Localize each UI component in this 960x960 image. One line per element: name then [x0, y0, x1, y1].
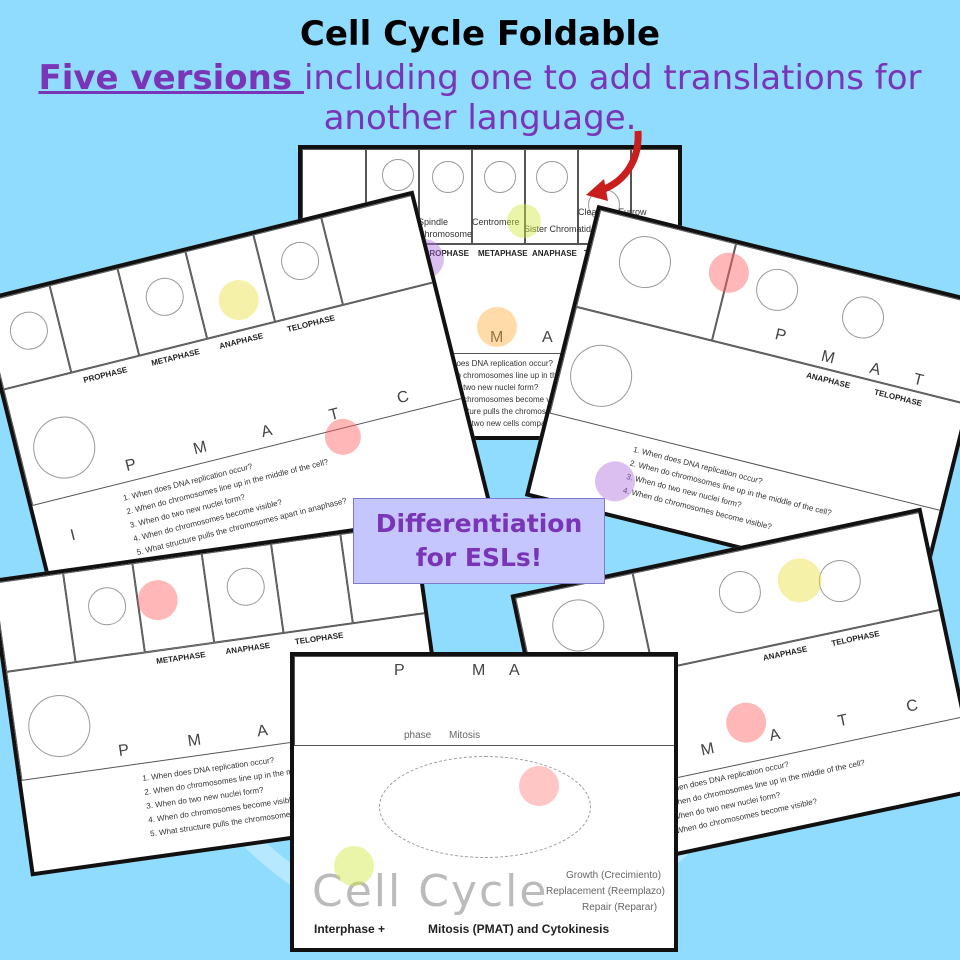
grid-cell — [472, 149, 525, 244]
tag-replacement: Replacement (Reemplazo) — [546, 886, 665, 897]
subtitle-highlight: Five versions — [38, 58, 304, 98]
question-6: 6. How do the two new cells compare to e… — [420, 419, 606, 428]
grid-cell — [419, 149, 472, 244]
phase-prophase: PROPHASE — [424, 249, 469, 258]
label-chromosome: Chromosome — [418, 229, 473, 239]
letter-i: I — [68, 526, 78, 545]
page-title: Cell Cycle Foldable — [299, 14, 661, 54]
mini-label-phase: phase — [404, 730, 432, 741]
letter-p: P — [117, 741, 131, 760]
esl-badge: Differentiation for ESLs! — [353, 498, 605, 584]
letter-a: A — [509, 662, 520, 679]
label-spindle: Spindle — [418, 217, 449, 227]
badge-line-2: for ESLs! — [415, 543, 543, 572]
label-sister-chromatid: Sister Chromatid — [524, 224, 592, 234]
grid-row — [294, 656, 674, 746]
color-dot — [507, 204, 541, 238]
footer-interphase: Interphase + — [314, 922, 386, 936]
mini-label-mitosis: Mitosis — [449, 730, 481, 741]
question-2: 2. When do chromosomes line up in the mi… — [420, 371, 628, 380]
cell-drawing-icon — [432, 161, 464, 193]
grid-cell — [271, 534, 353, 633]
tag-repair: Repair (Reparar) — [582, 902, 658, 913]
question-1: 1. When does DNA replication occur? — [420, 359, 553, 368]
label-centromere: Centromere — [472, 217, 520, 227]
phase-metaphase: METAPHASE — [478, 249, 528, 258]
cell-drawing-icon — [382, 159, 414, 191]
red-curved-arrow-icon — [586, 130, 642, 201]
subtitle-line-2: another language. — [323, 98, 637, 138]
letter-m: M — [490, 329, 504, 346]
letter-a: A — [542, 329, 553, 346]
cycle-loop-icon — [379, 756, 591, 858]
letter-p: P — [394, 662, 405, 679]
badge-line-1: Differentiation — [375, 509, 583, 538]
cell-cycle-big-title: Cell Cycle — [312, 866, 549, 917]
question-3: 3. When do two new nuclei form? — [420, 383, 539, 392]
color-dot — [477, 307, 517, 347]
grid-cell — [525, 149, 578, 244]
question-5: 5. What structure pulls the chromosomes … — [420, 407, 637, 416]
subtitle-line-1: Five versions including one to add trans… — [0, 58, 960, 98]
color-dot — [334, 846, 374, 886]
subtitle-rest: including one to add translations for — [303, 58, 922, 98]
cell-drawing-icon — [484, 161, 516, 193]
letter-m: M — [186, 731, 203, 751]
phase-anaphase: ANAPHASE — [532, 249, 577, 258]
tag-growth: Growth (Crecimiento) — [566, 870, 662, 881]
footer-mitosis: Mitosis (PMAT) and Cytokinesis — [428, 922, 610, 936]
letter-m: M — [472, 662, 486, 679]
question-4: 4. When do chromosomes become visible? — [420, 395, 573, 404]
sheet-bottom-center: P M A Mitosis phase Cell Cycle Growth (C… — [290, 652, 678, 952]
cell-drawing-icon — [536, 161, 568, 193]
letter-a: A — [255, 722, 269, 741]
color-dot — [519, 766, 559, 806]
